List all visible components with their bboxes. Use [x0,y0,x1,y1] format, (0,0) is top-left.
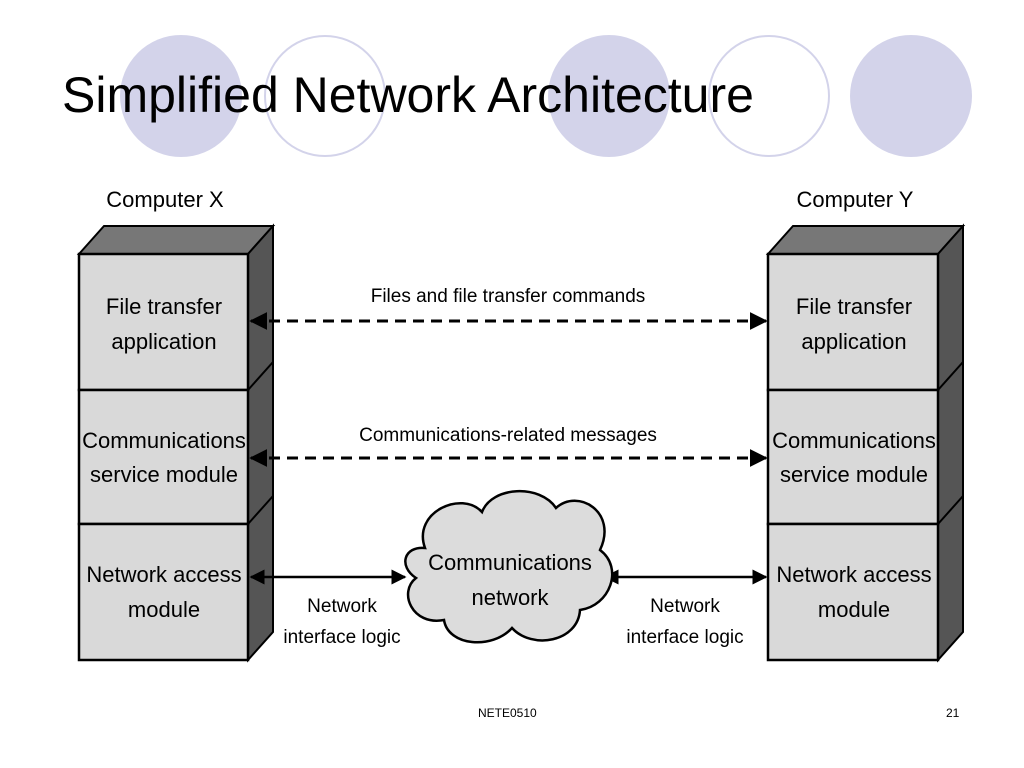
communications-link-label: Communications-related messages [359,425,657,446]
computer-y-application-label-2: application [801,329,906,354]
left-interface-label-2: interface logic [283,627,400,648]
right-interface-label-2: interface logic [626,627,743,648]
computer-y-network-label-1: Network access [776,562,931,587]
computer-x-network-layer [77,522,250,662]
computer-x-side-face [247,223,274,663]
computer-x-application-label-2: application [111,329,216,354]
computer-x-top-face [76,225,276,255]
computer-y-service-layer [766,388,940,526]
file-transfer-link-label: Files and file transfer commands [371,286,646,307]
computer-y-network-label-2: module [818,597,890,622]
computer-y-top-face [765,225,966,255]
cloud-label-2: network [471,585,549,610]
computer-y-side-divider-2 [937,495,964,525]
cloud-label-1: Communications [428,550,592,575]
footer-text: NETE0510 [478,706,537,720]
computer-y-service-label-2: service module [780,462,928,487]
right-interface-label-1: Network [650,596,720,617]
decor-circle-2 [264,35,386,157]
decor-circle-1 [120,35,242,157]
computer-y-side-divider-1 [937,361,964,391]
computer-x-service-label-2: service module [90,462,238,487]
network-architecture-diagram: Computer X File transfer application Com… [76,187,966,663]
computer-x-service-label-1: Communications [82,428,246,453]
computer-y-stack: Computer Y File transfer application Com… [765,187,966,663]
computer-x-application-layer [77,252,250,392]
computer-x-network-label-1: Network access [86,562,241,587]
page-number: 21 [946,706,960,720]
computer-x-label: Computer X [106,187,224,212]
decor-circle-5 [850,35,972,157]
computer-y-label: Computer Y [797,187,914,212]
communications-network-cloud [404,489,614,644]
computer-x-application-label-1: File transfer [106,294,222,319]
computer-x-side-divider-2 [247,495,274,525]
decor-circle-4 [708,35,830,157]
decor-circle-3 [548,35,670,157]
computer-y-network-layer [766,522,940,662]
computer-y-application-label-1: File transfer [796,294,912,319]
computer-y-service-label-1: Communications [772,428,936,453]
computer-x-side-divider-1 [247,361,274,391]
computer-y-side-face [937,223,964,663]
left-interface-label-1: Network [307,596,377,617]
computer-x-service-layer [77,388,250,526]
computer-x-network-label-2: module [128,597,200,622]
computer-y-application-layer [766,252,940,392]
computer-x-stack: Computer X File transfer application Com… [76,187,276,663]
slide-title: Simplified Network Architecture [62,67,754,123]
